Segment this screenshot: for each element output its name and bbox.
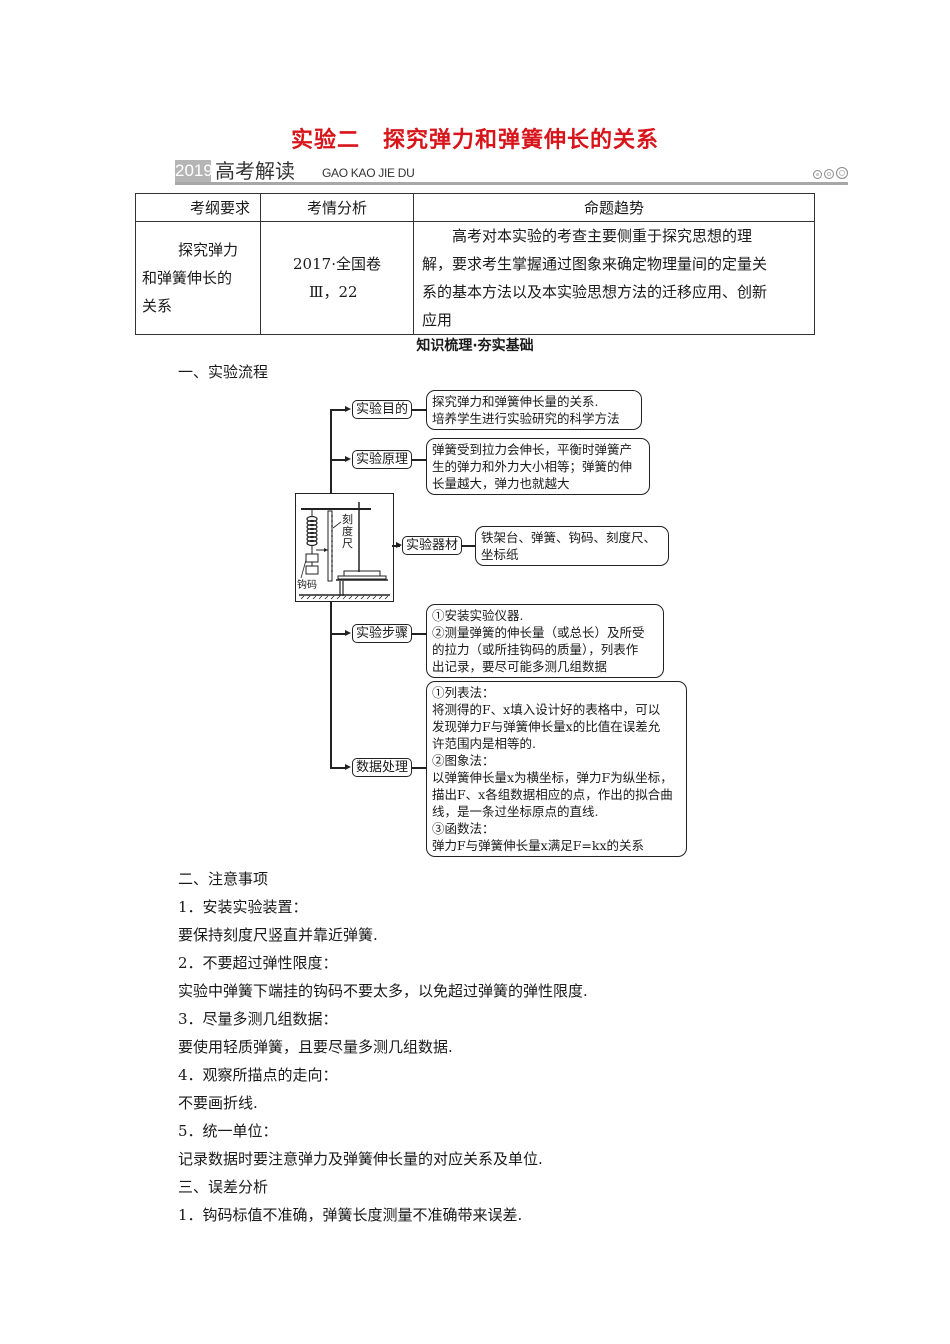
- arrow-icon: [396, 542, 402, 548]
- flow-box-data-processing: ①列表法： 将测得的F、x填入设计好的表格中，可以 发现弹力F与弹簧伸长量x的比…: [426, 681, 687, 857]
- note-body: 要使用轻质弹簧，且要尽量多测几组数据.: [178, 1038, 453, 1056]
- note-title: 4．观察所描点的走向：: [178, 1066, 338, 1084]
- connector: [330, 409, 332, 493]
- error-item: 1．钩码标值不准确，弹簧长度测量不准确带来误差.: [178, 1206, 523, 1224]
- note-title: 2．不要超过弹性限度：: [178, 954, 338, 972]
- ruler-label-char: 尺: [342, 537, 353, 550]
- flow-line: ①列表法：: [432, 685, 495, 700]
- ruler-label-char: 刻: [342, 513, 353, 526]
- header-trend: 命题趋势: [413, 193, 815, 222]
- flow-line: ③函数法：: [432, 821, 495, 836]
- banner-label-en: GAO KAO JIE DU: [322, 166, 415, 180]
- analysis-line: 2017·全国卷: [293, 255, 381, 273]
- flow-line: 弹力F与弹簧伸长量x满足F=kx的关系: [432, 838, 644, 853]
- banner-rule: [175, 182, 848, 185]
- section-subtitle: 知识梳理·夯实基础: [416, 338, 534, 354]
- flow-box-steps: ①安装实验仪器. ②测量弹簧的伸长量（或总长）及所受 的拉力（或所挂钩码的质量）…: [426, 604, 664, 678]
- document-title: 实验二 探究弹力和弹簧伸长的关系: [290, 128, 659, 153]
- flow-line: 铁架台、弹簧、钩码、刻度尺、: [481, 530, 657, 545]
- flow-box-equipment: 铁架台、弹簧、钩码、刻度尺、 坐标纸: [475, 526, 669, 566]
- flow-line: 生的弹力和外力大小相等；弹簧的伸: [432, 459, 633, 474]
- trend-line: 高考对本实验的考查主要侧重于探究思想的理: [452, 227, 753, 245]
- connector: [330, 633, 346, 635]
- flow-line: 线，是一条过坐标原点的直线.: [432, 804, 599, 819]
- note-body: 不要画折线.: [178, 1094, 258, 1112]
- flow-line: 坐标纸: [481, 547, 519, 562]
- section3-heading: 三、误差分析: [178, 1178, 269, 1196]
- flow-line: 发现弹力F与弹簧伸长量x的比值在误差允: [432, 719, 661, 734]
- flow-tag-data-processing: 数据处理: [352, 758, 413, 777]
- connector: [330, 600, 332, 767]
- flow-box-principle: 弹簧受到拉力会伸长，平衡时弹簧产 生的弹力和外力大小相等；弹簧的伸 长量越大，弹…: [426, 438, 650, 495]
- arrow-icon: [345, 406, 351, 412]
- note-body: 实验中弹簧下端挂的钩码不要太多，以免超过弹簧的弹性限度.: [178, 982, 588, 1000]
- three-circles-icon: [813, 167, 848, 179]
- flow-line: 培养学生进行实验研究的科学方法: [432, 411, 620, 426]
- connector: [330, 459, 346, 461]
- flow-box-purpose: 探究弹力和弹簧伸长量的关系. 培养学生进行实验研究的科学方法: [426, 390, 642, 430]
- weights-label: 钩码: [297, 580, 317, 592]
- spring-apparatus-icon: [299, 502, 390, 600]
- connector: [412, 633, 426, 635]
- header-requirement: 考纲要求: [135, 193, 261, 222]
- flow-line: 许范围内是相等的.: [432, 736, 536, 751]
- flow-line: 描出F、x各组数据相应的点，作出的拟合曲: [432, 787, 673, 802]
- flow-line: 以弹簧伸长量x为横坐标，弹力F为纵坐标，: [432, 770, 673, 785]
- connector: [412, 459, 426, 461]
- flow-line: ②测量弹簧的伸长量（或总长）及所受: [432, 625, 645, 640]
- flow-line: 探究弹力和弹簧伸长量的关系.: [432, 394, 599, 409]
- note-title: 1．安装实验装置：: [178, 898, 308, 916]
- banner-label-cn: 高考解读: [215, 159, 295, 183]
- trend-line: 应用: [422, 311, 453, 329]
- analysis-line: Ⅲ，22: [309, 283, 358, 301]
- ruler-label: 刻 度 尺: [342, 514, 353, 550]
- table-header-row: 考纲要求 考情分析 命题趋势: [135, 193, 815, 222]
- flow-line: 的拉力（或所挂钩码的质量），列表作: [432, 642, 639, 657]
- arrow-icon: [345, 456, 351, 462]
- flow-line: 出记录，要尽可能多测几组数据: [432, 659, 608, 674]
- flow-tag-equipment: 实验器材: [402, 536, 463, 555]
- trend-line: 系的基本方法以及本实验思想方法的迁移应用、创新: [422, 283, 768, 301]
- exam-analysis-table: 考纲要求 考情分析 命题趋势 探究弹力 和弹簧伸长的 关系 2017·全国卷 Ⅲ…: [135, 193, 815, 335]
- note-body: 记录数据时要注意弹力及弹簧伸长量的对应关系及单位.: [178, 1150, 543, 1168]
- cell-analysis: 2017·全国卷 Ⅲ，22: [260, 221, 414, 335]
- flow-line: 长量越大，弹力也就越大: [432, 476, 570, 491]
- connector: [412, 767, 426, 769]
- note-title: 3．尽量多测几组数据：: [178, 1010, 338, 1028]
- apparatus-illustration: 刻 度 尺 钩码: [295, 493, 394, 602]
- arrow-icon: [345, 764, 351, 770]
- header-analysis: 考情分析: [260, 193, 414, 222]
- note-body: 要保持刻度尺竖直并靠近弹簧.: [178, 926, 378, 944]
- trend-line: 解，要求考生掌握通过图象来确定物理量间的定量关: [422, 255, 768, 273]
- connector: [462, 545, 476, 547]
- note-title: 5．统一单位：: [178, 1122, 278, 1140]
- banner-year: 2019: [175, 160, 213, 182]
- ruler-label-char: 度: [342, 525, 353, 538]
- flow-line: ①安装实验仪器.: [432, 608, 524, 623]
- connector: [412, 409, 426, 411]
- flow-tag-steps: 实验步骤: [352, 624, 413, 643]
- requirement-line: 关系: [142, 297, 173, 315]
- exam-interpretation-banner: 2019 高考解读 GAO KAO JIE DU: [175, 158, 850, 185]
- cell-trend: 高考对本实验的考查主要侧重于探究思想的理 解，要求考生掌握通过图象来确定物理量间…: [413, 221, 815, 335]
- flow-line: 将测得的F、x填入设计好的表格中，可以: [432, 702, 661, 717]
- table-row: 探究弹力 和弹簧伸长的 关系 2017·全国卷 Ⅲ，22 高考对本实验的考查主要…: [135, 221, 815, 335]
- connector: [330, 767, 346, 769]
- flow-tag-purpose: 实验目的: [352, 400, 413, 419]
- connector: [330, 409, 346, 411]
- flow-tag-principle: 实验原理: [352, 450, 413, 469]
- flow-line: 弹簧受到拉力会伸长，平衡时弹簧产: [432, 442, 633, 457]
- requirement-line: 探究弹力: [178, 241, 239, 259]
- cell-requirement: 探究弹力 和弹簧伸长的 关系: [135, 221, 261, 335]
- section2-heading: 二、注意事项: [178, 870, 269, 888]
- arrow-icon: [345, 630, 351, 636]
- flow-line: ②图象法：: [432, 753, 495, 768]
- section1-heading: 一、实验流程: [178, 363, 269, 381]
- requirement-line: 和弹簧伸长的: [142, 269, 233, 287]
